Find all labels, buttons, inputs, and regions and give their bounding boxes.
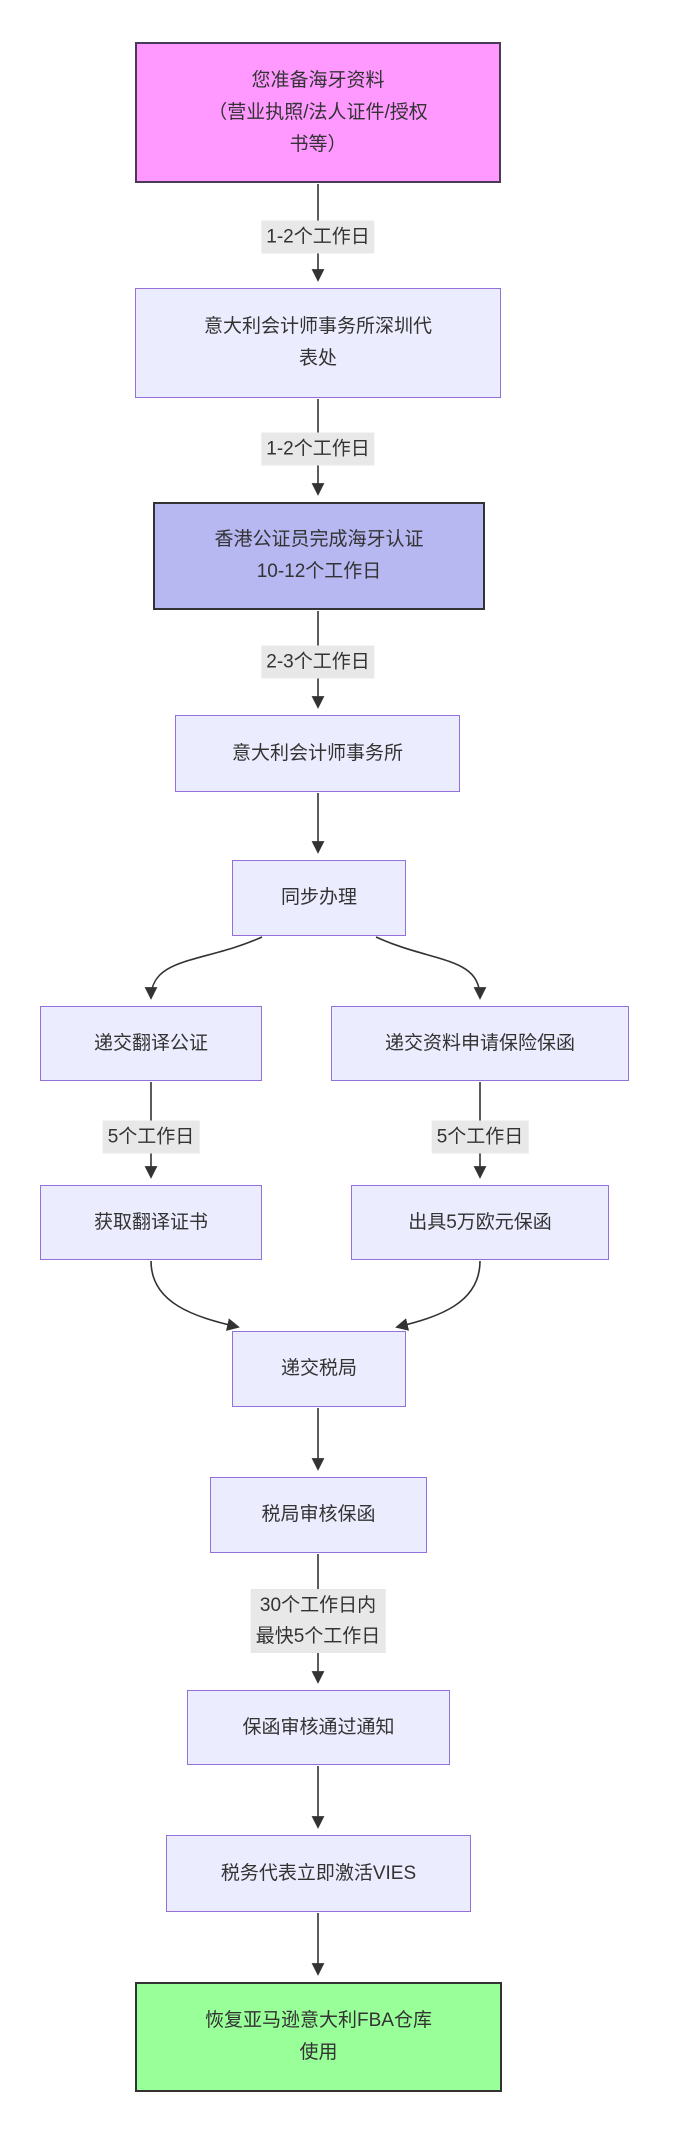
node-text-line: 您准备海牙资料 — [251, 69, 385, 91]
edge-label-text: 1-2个工作日 — [266, 438, 370, 460]
node-restore-amazon-italy-fba: 恢复亚马逊意大利FBA仓库 使用 — [135, 1982, 502, 2092]
node-text-line: 税局审核保函 — [261, 1504, 376, 1525]
node-text-line: 恢复亚马逊意大利FBA仓库 — [205, 2010, 432, 2031]
node-text-line: 递交翻译公证 — [93, 1032, 208, 1054]
node-text-line: 获取翻译证书 — [93, 1211, 208, 1233]
edge-label-text: 5个工作日 — [436, 1126, 524, 1148]
node-tax-rep-activate-vies: 税务代表立即激活VIES — [166, 1835, 471, 1912]
node-prepare-hague-documents: 您准备海牙资料 （营业执照/法人证件/授权 书等） — [135, 42, 501, 183]
node-text-line: 使用 — [299, 2042, 338, 2063]
node-text-line: 递交资料申请保险保函 — [384, 1032, 575, 1054]
edge-label-2-3-days: 2-3个工作日 — [261, 645, 375, 679]
node-obtain-translation-certificate: 获取翻译证书 — [40, 1185, 262, 1260]
edge-label-1-2-days-a: 1-2个工作日 — [261, 220, 375, 254]
arrow-parallel-to-right — [375, 936, 487, 1000]
node-text-line: 意大利会计师事务所 — [231, 742, 403, 764]
node-text-line: 递交税局 — [280, 1358, 357, 1379]
arrow-right-to-taxoffice — [395, 1260, 481, 1331]
node-italy-accounting-firm-shenzhen: 意大利会计师事务所深圳代 表处 — [135, 288, 501, 398]
node-text-line: 10-12个工作日 — [256, 561, 382, 582]
node-hk-notary-apostille: 香港公证员完成海牙认证 10-12个工作日 — [153, 502, 485, 610]
node-submit-tax-office: 递交税局 — [232, 1331, 406, 1407]
node-text-line: 意大利会计师事务所深圳代 — [203, 316, 432, 337]
edge-label-5-days-right: 5个工作日 — [431, 1120, 529, 1154]
arrow-parallel-to-left — [144, 936, 263, 1000]
node-text-line: 出具5万欧元保函 — [408, 1211, 552, 1233]
edge-label-text: 1-2个工作日 — [266, 226, 370, 248]
node-text-line: 税务代表立即激活VIES — [220, 1862, 417, 1884]
edge-label-text: 最快5个工作日 — [255, 1626, 381, 1647]
node-tax-office-review-guarantee: 税局审核保函 — [210, 1477, 427, 1553]
node-submit-translation-notarization: 递交翻译公证 — [40, 1006, 262, 1081]
node-text-line: 保函审核通过通知 — [242, 1716, 395, 1738]
node-text-line: 书等） — [289, 133, 347, 155]
node-submit-insurance-guarantee-application: 递交资料申请保险保函 — [331, 1006, 629, 1081]
node-italy-accounting-firm: 意大利会计师事务所 — [175, 715, 460, 792]
node-parallel-processing: 同步办理 — [232, 860, 406, 936]
edge-label-text: 30个工作日内 — [259, 1595, 377, 1616]
edge-label-text: 2-3个工作日 — [266, 651, 370, 673]
edge-label-30-days: 30个工作日内 最快5个工作日 — [250, 1589, 386, 1653]
node-text-line: （营业执照/法人证件/授权 — [208, 101, 428, 123]
node-text-line: 表处 — [298, 348, 337, 369]
edge-label-text: 5个工作日 — [107, 1126, 195, 1148]
node-text-line: 同步办理 — [280, 887, 357, 908]
node-issue-50k-euro-guarantee: 出具5万欧元保函 — [351, 1185, 609, 1260]
edge-label-5-days-left: 5个工作日 — [102, 1120, 200, 1154]
node-guarantee-approval-notice: 保函审核通过通知 — [187, 1690, 450, 1765]
arrow-left-to-taxoffice — [150, 1260, 240, 1331]
node-text-line: 香港公证员完成海牙认证 — [214, 529, 424, 550]
edge-label-1-2-days-b: 1-2个工作日 — [261, 432, 375, 466]
